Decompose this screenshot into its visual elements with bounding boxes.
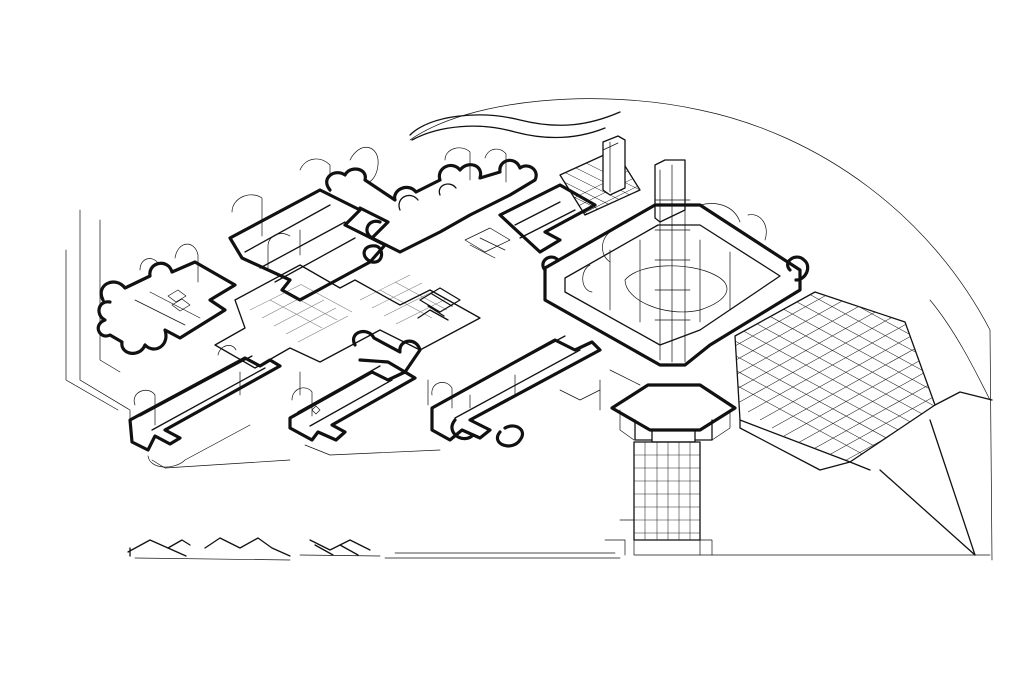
construction-lines (151, 369, 641, 556)
central-courtyard (214, 264, 481, 369)
stream-curve (409, 111, 621, 141)
southeast-nave (430, 335, 602, 448)
north-wing (228, 158, 387, 302)
ground-line (384, 552, 991, 559)
southwest-nave (128, 345, 282, 468)
west-cross-wing (96, 243, 237, 355)
site-boundary-arc (409, 98, 993, 561)
gatehouse (610, 383, 737, 443)
tower (602, 135, 626, 196)
stair-fragments (127, 537, 381, 561)
tiled-plaza (734, 291, 993, 556)
site-boundary-inner-arc (929, 299, 991, 401)
apse-cluster-north (325, 147, 538, 264)
processional-stair (619, 441, 713, 556)
central-pavilion (541, 159, 810, 367)
south-central-nave (288, 329, 422, 442)
left-terrace-outline (65, 209, 131, 426)
